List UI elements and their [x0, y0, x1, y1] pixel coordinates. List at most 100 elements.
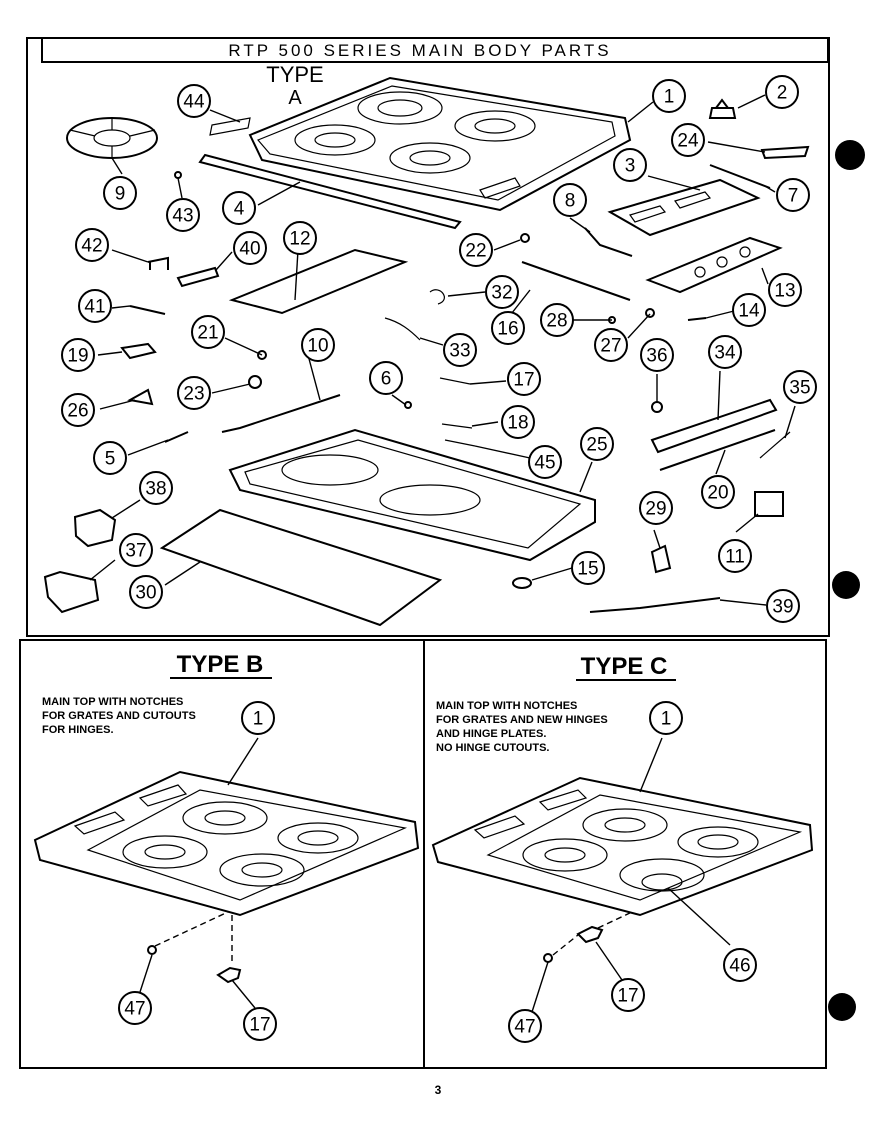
callout-number: 26 [67, 401, 88, 422]
screw-41-part [129, 305, 166, 315]
screw-22-part [520, 233, 530, 243]
rail-12-part [228, 248, 409, 315]
callout-circle [723, 948, 757, 982]
callout-circle [491, 311, 525, 345]
type-a-callout-7: 7 [776, 178, 810, 212]
cord-39-part [589, 597, 721, 613]
callout-number: 41 [84, 297, 105, 318]
switch-11-part [754, 491, 784, 517]
type-a-callout-25: 25 [580, 427, 614, 461]
type-a-callout-30: 30 [129, 575, 163, 609]
callout-circle [129, 575, 163, 609]
callout-circle [571, 551, 605, 585]
type-a-callout-22: 22 [459, 233, 493, 267]
type-c-hinge-17-part [576, 925, 604, 944]
type-a-callout-21: 21 [191, 315, 225, 349]
type-a-callout-38: 38 [139, 471, 173, 505]
callout-circle [61, 338, 95, 372]
type-a-callout-29: 29 [639, 491, 673, 525]
callout-number: 17 [513, 370, 534, 391]
callout-number: 15 [577, 559, 598, 580]
burner-grate-part [66, 117, 158, 159]
leader-lines-b [139, 737, 259, 1009]
type-a-callout-37: 37 [119, 533, 153, 567]
callout-number: 42 [81, 236, 102, 257]
rail-34-part [650, 398, 778, 454]
type-a-callout-17: 17 [507, 362, 541, 396]
type-b-callout-17: 17 [243, 1007, 277, 1041]
bracket-17-part [439, 377, 471, 385]
rod-16-part [521, 261, 631, 301]
callout-circle [177, 84, 211, 118]
type-a-callout-41: 41 [78, 289, 112, 323]
callout-number: 2 [777, 83, 788, 104]
callout-circle [613, 148, 647, 182]
callout-number: 46 [729, 956, 750, 977]
type-a-callout-40: 40 [233, 231, 267, 265]
callout-circle [640, 338, 674, 372]
callout-circle [766, 589, 800, 623]
callout-circle [369, 361, 403, 395]
callout-circle [233, 231, 267, 265]
type-b-callout-1: 1 [241, 701, 275, 735]
callout-number: 39 [772, 597, 793, 618]
trim-strip-part [198, 153, 462, 230]
callout-number: 19 [67, 346, 88, 367]
type-c-heading: TYPE C [581, 653, 668, 680]
type-a-callout-6: 6 [369, 361, 403, 395]
wire-10-part [221, 394, 341, 433]
callout-circle [459, 233, 493, 267]
callout-circle [222, 191, 256, 225]
type-a-callout-35: 35 [783, 370, 817, 404]
callout-circle [652, 79, 686, 113]
diagram-title: RTP 500 SERIES MAIN BODY PARTS [228, 41, 611, 60]
callout-circle [580, 427, 614, 461]
callout-number: 36 [646, 346, 667, 367]
callout-number: 43 [172, 206, 193, 227]
type-a-callout-11: 11 [718, 539, 752, 573]
type-a-callout-26: 26 [61, 393, 95, 427]
rod-7-part [709, 164, 771, 189]
callout-number: 4 [234, 199, 245, 220]
type-a-callout-24: 24 [671, 123, 705, 157]
callout-number: 34 [714, 343, 736, 364]
callout-circle [671, 123, 705, 157]
type-a-callout-10: 10 [301, 328, 335, 362]
type-a-callout-9: 9 [103, 176, 137, 210]
callout-circle [93, 441, 127, 475]
type-c-note-line-4: NO HINGE CUTOUTS. [436, 742, 549, 754]
type-b-note-line-3: FOR HINGES. [42, 724, 114, 736]
type-a-callout-1: 1 [652, 79, 686, 113]
bracket-44-part [209, 117, 251, 136]
callout-circle [118, 991, 152, 1025]
clip-33-part [384, 317, 421, 341]
callout-number: 18 [507, 413, 528, 434]
type-a-callout-18: 18 [501, 405, 535, 439]
screw-43-part [174, 171, 182, 179]
callout-circle [177, 376, 211, 410]
control-panel-3-part [607, 178, 761, 237]
callout-circle [241, 701, 275, 735]
sheet-30-part [159, 508, 443, 627]
callout-number: 17 [617, 986, 638, 1007]
plate-40-part [176, 266, 220, 288]
callout-circle [243, 1007, 277, 1041]
bracket-37-part [43, 570, 100, 614]
callout-circle [78, 289, 112, 323]
callout-circle [553, 183, 587, 217]
type-a-callout-16: 16 [491, 311, 525, 345]
callout-circle [594, 328, 628, 362]
callout-circle [443, 333, 477, 367]
type-a-callout-32: 32 [485, 275, 519, 309]
callout-number: 33 [449, 341, 470, 362]
callout-circle [508, 1009, 542, 1043]
bracket-24-part [760, 145, 810, 160]
panel-13-part [645, 236, 783, 294]
callout-circle [507, 362, 541, 396]
callout-number: 40 [239, 239, 260, 260]
type-a-callout-15: 15 [571, 551, 605, 585]
type-a-callout-45: 45 [528, 445, 562, 479]
callout-circle [191, 315, 225, 349]
callout-number: 28 [546, 311, 567, 332]
